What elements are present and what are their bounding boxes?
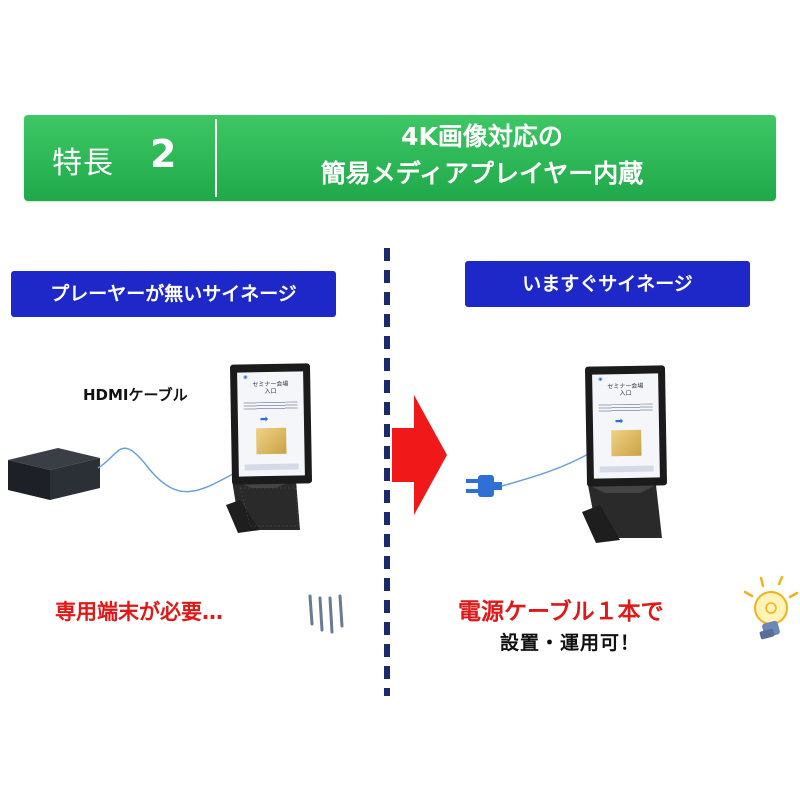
install-operate-text: 設置・運用可！ <box>500 632 641 654</box>
power-plug-icon <box>466 475 502 497</box>
banner-divider <box>215 119 217 197</box>
signage-screen-right: ◉ セミナー会場 入口 ➡ <box>584 365 668 487</box>
signage-stand-left <box>226 480 300 533</box>
media-player-box-icon <box>8 448 100 500</box>
without-player-label: プレーヤーが無いサイネージ <box>11 271 336 317</box>
signage-title-left: セミナー会場 入口 <box>252 380 289 396</box>
signage-display-left: ◉ セミナー会場 入口 ➡ <box>237 371 305 477</box>
hdmi-cable-label: HDMIケーブル <box>83 386 188 404</box>
signage-screen-left: ◉ セミナー会場 入口 ➡ <box>229 363 313 485</box>
single-power-cable-text: 電源ケーブル１本で <box>458 599 664 625</box>
signage-text-lines-right <box>598 403 653 413</box>
banner-title-line2: 簡易メディアプレイヤー内蔵 <box>320 159 644 188</box>
hdmi-cable <box>97 447 241 493</box>
worry-lines <box>308 594 344 634</box>
feature-banner <box>24 115 776 201</box>
signage-footer-left <box>244 463 299 471</box>
center-dashed-divider <box>384 248 390 696</box>
signage-display-right: ◉ セミナー会場 入口 ➡ <box>592 373 660 479</box>
signage-title-right: セミナー会場 入口 <box>607 382 644 398</box>
banner-title: 4K画像対応の 簡易メディアプレイヤー内蔵 <box>222 118 742 192</box>
power-cable <box>501 451 593 487</box>
banner-feature-label: 特長 <box>52 146 114 181</box>
banner-feature-number: 2 <box>150 132 177 176</box>
dedicated-device-needed-text: 専用端末が必要… <box>55 600 223 624</box>
signage-footer-right <box>599 465 654 473</box>
instant-signage-label: いますぐサイネージ <box>465 261 750 307</box>
signage-text-lines-left <box>243 401 298 411</box>
arrow-right-icon <box>392 395 447 515</box>
signage-stand-right <box>582 485 662 543</box>
signage-arrow-icon-left: ➡ <box>259 414 269 426</box>
signage-photo-left <box>256 427 287 455</box>
signage-photo-right <box>611 429 642 457</box>
signage-brand-icon: ◉ <box>598 376 603 383</box>
banner-title-line1: 4K画像対応の <box>401 122 563 151</box>
light-bulb-icon <box>743 575 799 640</box>
signage-brand-icon: ◉ <box>243 374 248 381</box>
signage-arrow-icon-right: ➡ <box>614 416 624 428</box>
